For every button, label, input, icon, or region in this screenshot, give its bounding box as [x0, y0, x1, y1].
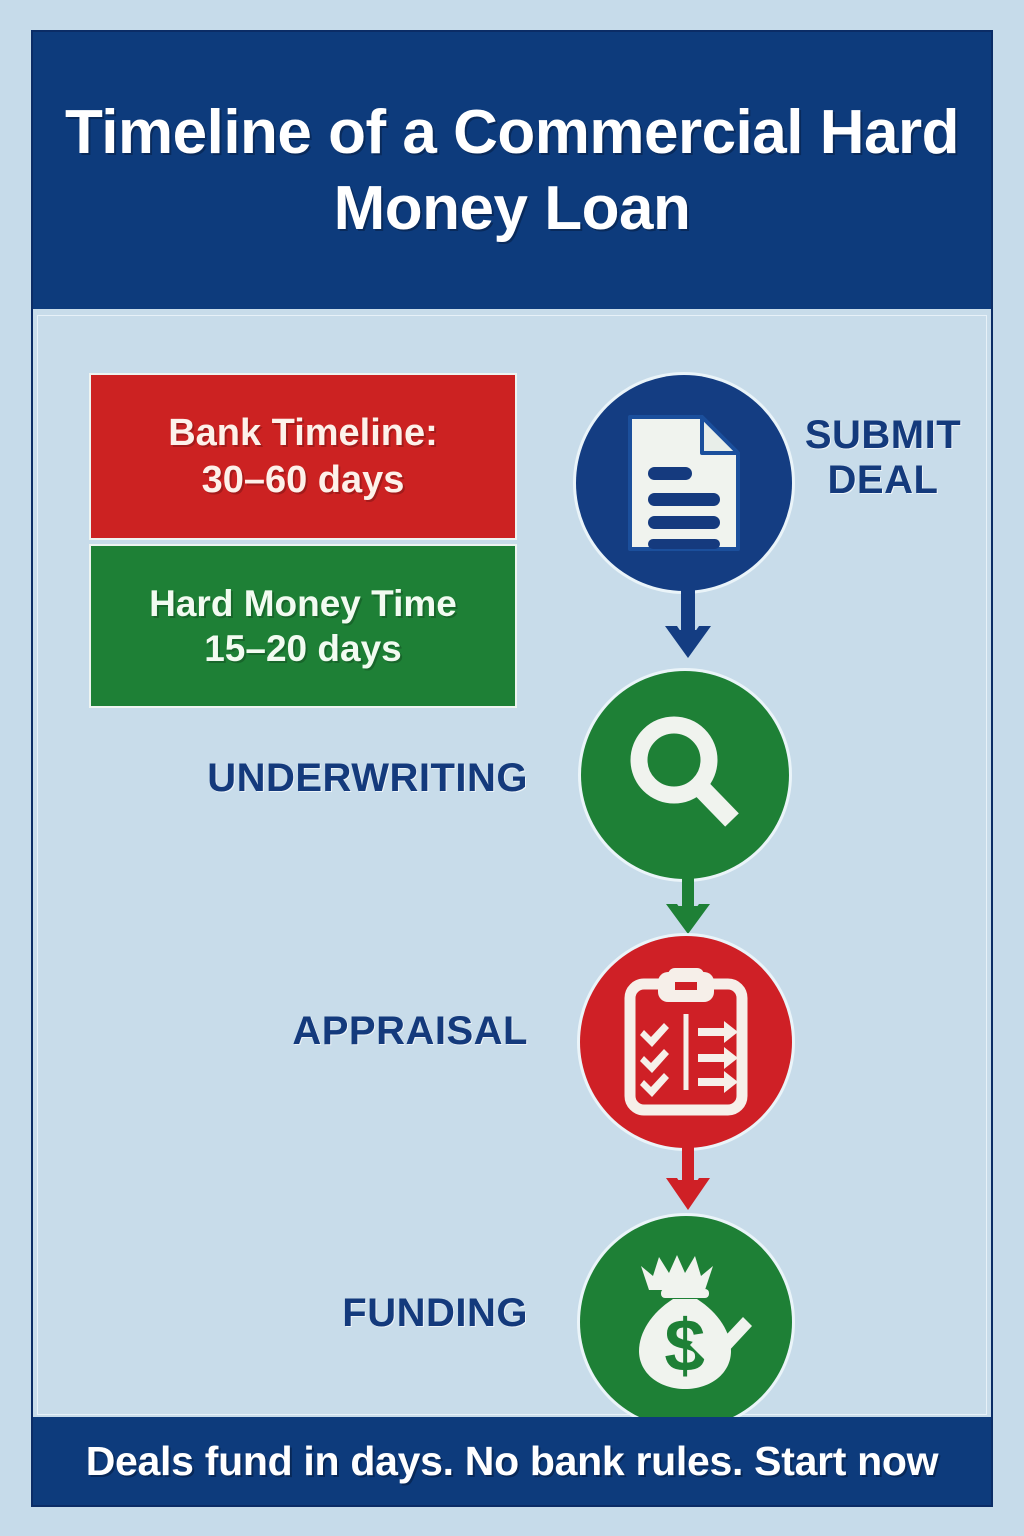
document-icon — [628, 415, 740, 551]
bank-timeline-badge: Bank Timeline: 30–60 days — [89, 373, 517, 540]
step-circle-underwriting — [581, 671, 789, 879]
arrow-appraisal-to-funding — [655, 1142, 721, 1222]
step-label-appraisal-line1: APPRAISAL — [292, 1009, 528, 1053]
poster-card: Timeline of a Commercial Hard Money Loan… — [31, 30, 993, 1507]
down-arrow-icon — [666, 1142, 710, 1210]
step-label-underwriting-line1: UNDERWRITING — [207, 756, 528, 800]
step-label-funding: FUNDING — [108, 1291, 528, 1336]
body-panel: Bank Timeline: 30–60 days Hard Money Tim… — [37, 315, 987, 1428]
step-label-submit-deal: SUBMIT DEAL — [783, 413, 983, 503]
step-label-appraisal: APPRAISAL — [108, 1009, 528, 1054]
step-label-underwriting: UNDERWRITING — [108, 756, 528, 801]
step-label-submit-deal-line2: DEAL — [827, 457, 939, 502]
step-circle-submit-deal — [576, 375, 792, 591]
hard-money-timeline-badge: Hard Money Time 15–20 days — [89, 544, 517, 708]
page-title: Timeline of a Commercial Hard Money Loan — [65, 97, 959, 243]
clipboard-checklist-icon — [624, 968, 748, 1116]
step-circle-appraisal — [580, 936, 792, 1148]
bank-timeline-label: Bank Timeline: — [168, 412, 438, 455]
arrow-underwriting-to-appraisal — [655, 872, 721, 942]
footer-band: Deals fund in days. No bank rules. Start… — [33, 1417, 991, 1505]
step-label-funding-line1: FUNDING — [342, 1291, 528, 1335]
hard-money-timeline-label: Hard Money Time — [149, 582, 457, 624]
hard-money-timeline-value: 15–20 days — [204, 628, 402, 669]
footer-cta-text: Deals fund in days. No bank rules. Start… — [85, 1437, 939, 1484]
header-band: Timeline of a Commercial Hard Money Loan — [33, 32, 991, 309]
down-arrow-icon — [665, 584, 711, 658]
arrow-submit-to-underwriting — [655, 584, 721, 676]
step-circle-funding: $ — [580, 1216, 792, 1428]
down-arrow-icon — [666, 872, 710, 934]
money-bag-check-icon: $ — [639, 1255, 752, 1389]
step-label-submit-deal-line1: SUBMIT — [804, 413, 962, 457]
bank-timeline-value: 30–60 days — [201, 458, 405, 501]
magnifying-glass-icon — [630, 716, 739, 827]
